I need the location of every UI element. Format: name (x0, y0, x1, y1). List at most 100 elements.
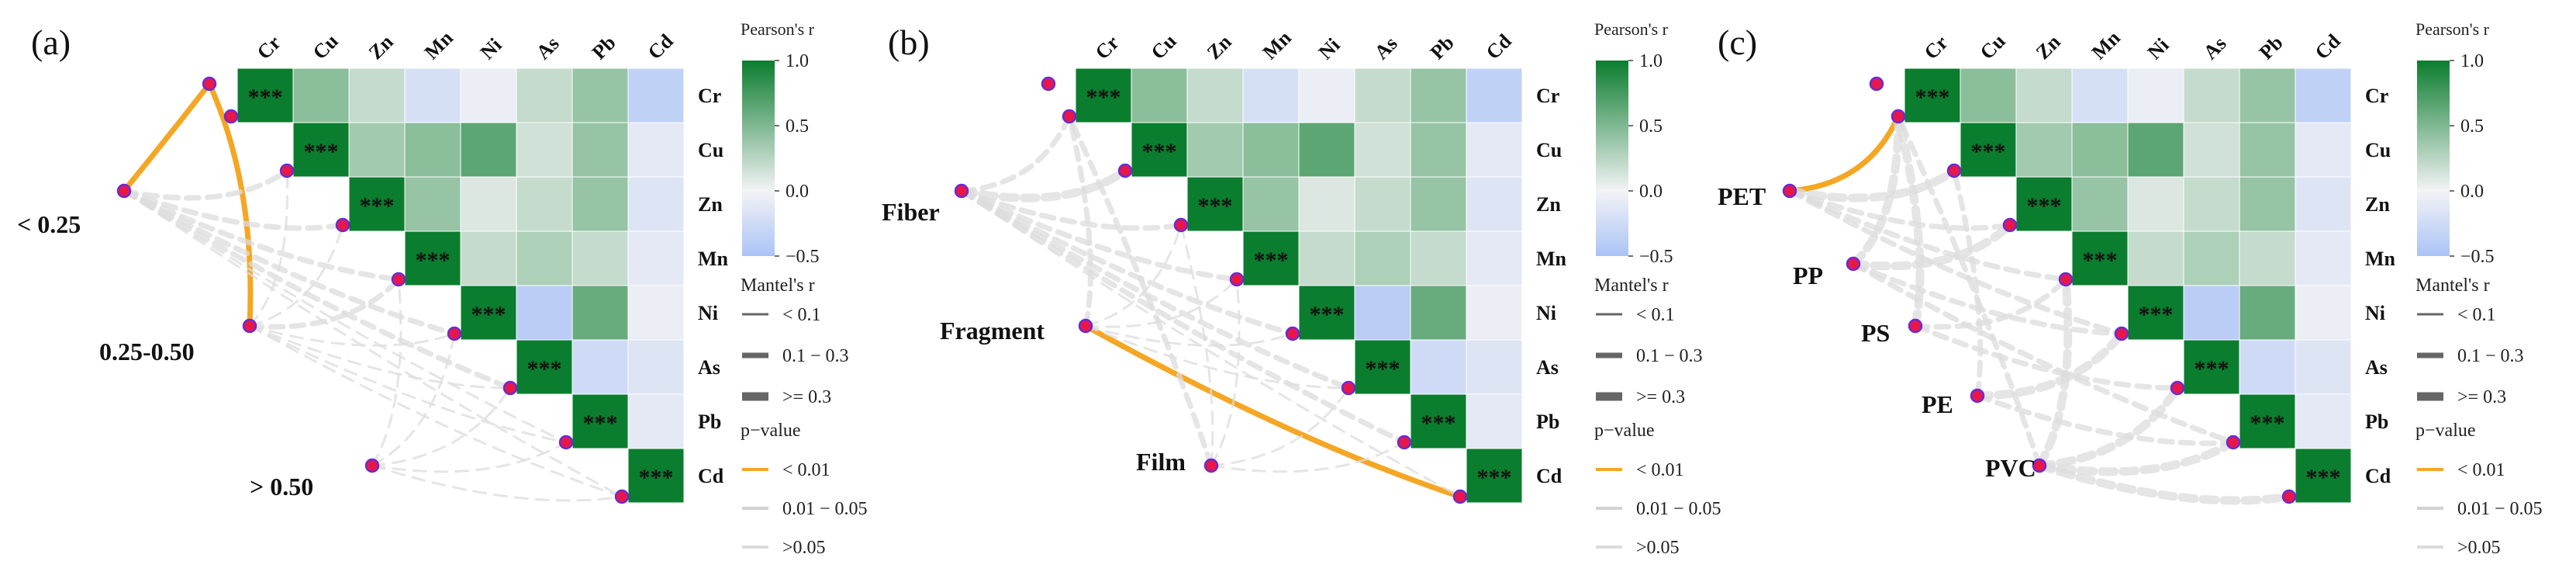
heatmap-cell (2295, 68, 2352, 123)
heatmap-cell (2127, 230, 2184, 286)
p-value-legend-label: < 0.01 (782, 460, 830, 480)
significance-label: *** (471, 302, 506, 327)
heatmap-cell (1466, 448, 1523, 504)
colorbar-tick-label: −0.5 (786, 247, 820, 267)
row-label: Mn (698, 248, 729, 270)
row-label: As (1536, 356, 1559, 379)
p-value-legend-label: >0.05 (1636, 538, 1680, 558)
heatmap-cell (292, 68, 350, 123)
column-label: Cd (644, 29, 678, 64)
mantel-link (248, 169, 289, 327)
mantel-link (121, 168, 290, 201)
heatmap-cell (1298, 285, 1355, 341)
heatmap-cell (1354, 285, 1411, 341)
heatmap-cell (460, 230, 517, 286)
colorbar-tick-label: −0.5 (2460, 247, 2495, 267)
mantel-legend-label: < 0.1 (2457, 305, 2496, 325)
column-label: As (532, 32, 564, 64)
group-node (1970, 388, 1985, 404)
group-node (364, 458, 380, 473)
significance-label: *** (1086, 85, 1121, 110)
mantel-link (1083, 323, 1463, 500)
significance-label: *** (1198, 193, 1233, 219)
variable-node (2281, 489, 2297, 504)
mantel-link (1066, 113, 1214, 469)
mantel-link (1895, 113, 2042, 469)
mantel-legend-label: 0.1 − 0.3 (1636, 346, 1703, 366)
heatmap-cell (348, 176, 406, 232)
heatmap-cell (404, 68, 461, 123)
group-label: Film (1136, 448, 1186, 476)
significance-label: *** (2194, 356, 2229, 382)
heatmap-cell (1131, 68, 1188, 123)
heatmap-cell (2295, 339, 2352, 395)
significance-label: *** (1915, 85, 1950, 110)
mantel-link (958, 188, 1240, 282)
column-label: Ni (2143, 33, 2174, 64)
colorbar-tick-label: 1.0 (786, 51, 809, 71)
heatmap-cell (627, 230, 685, 286)
heatmap-cell (1186, 176, 1244, 232)
heatmap-cell (2239, 122, 2296, 178)
p-value-legend-label: < 0.01 (2457, 460, 2505, 480)
heatmap-cell (1242, 230, 1300, 286)
heatmap-cell (627, 339, 685, 395)
heatmap-cell (2015, 68, 2073, 123)
column-label: Zn (364, 30, 398, 64)
row-label: As (698, 356, 720, 379)
mantel-link (248, 324, 623, 498)
row-label: Cd (1536, 465, 1563, 487)
mantel-legend-title: Mantel's r (1594, 275, 1669, 296)
heatmap-cell (627, 448, 685, 504)
mantel-link (1787, 188, 2013, 231)
colorbar-title: Pearson's r (2415, 19, 2490, 39)
heatmap-cell (1410, 230, 1467, 286)
significance-label: *** (1421, 410, 1456, 436)
colorbar-title: Pearson's r (741, 19, 815, 39)
colorbar (742, 61, 775, 256)
mantel-link (1850, 261, 2125, 337)
heatmap-cell (1466, 393, 1523, 449)
group-node (1041, 76, 1056, 92)
mantel-link (1210, 386, 1350, 467)
heatmap-cell (292, 122, 350, 178)
colorbar-tick-label: 1.0 (2460, 51, 2484, 71)
mantel-link (1849, 220, 2015, 271)
mantel-link (1951, 168, 1984, 399)
heatmap-cell (2127, 68, 2184, 123)
heatmap-cell (1242, 122, 1300, 178)
mantel-legend-title: Mantel's r (741, 275, 815, 296)
mantel-legend-label: < 0.1 (782, 305, 821, 325)
heatmap-cell (2127, 176, 2184, 232)
variable-node (1173, 217, 1189, 233)
heatmap-cell (1410, 176, 1467, 232)
heatmap-cell (237, 68, 294, 123)
mantel-link (958, 188, 1407, 445)
heatmap-cell (2295, 285, 2352, 341)
variable-node (2226, 435, 2241, 450)
mantel-legend-label: >= 0.3 (782, 387, 831, 407)
mantel-link (1849, 112, 1903, 268)
heatmap-cell (2239, 339, 2296, 395)
heatmap-cell (2183, 176, 2240, 232)
column-label: Pb (2255, 31, 2288, 64)
mantel-link (1210, 441, 1406, 473)
variable-node (2002, 217, 2018, 233)
column-label: Cu (309, 29, 343, 64)
heatmap-cell (516, 176, 573, 232)
heatmap-cell (516, 122, 573, 178)
group-node (242, 318, 257, 334)
mantel-link (1066, 113, 1093, 329)
group-label: PP (1793, 262, 1823, 289)
heatmap-cell (1186, 122, 1244, 178)
heatmap-cell (627, 176, 685, 232)
heatmap-cell (2239, 230, 2296, 286)
row-label: Ni (2365, 302, 2385, 324)
mantel-legend-label: 0.1 − 0.3 (2457, 346, 2524, 366)
group-node (116, 183, 132, 199)
heatmap-cell (2239, 68, 2296, 123)
heatmap-cell (1466, 176, 1523, 232)
significance-label: *** (360, 193, 395, 219)
